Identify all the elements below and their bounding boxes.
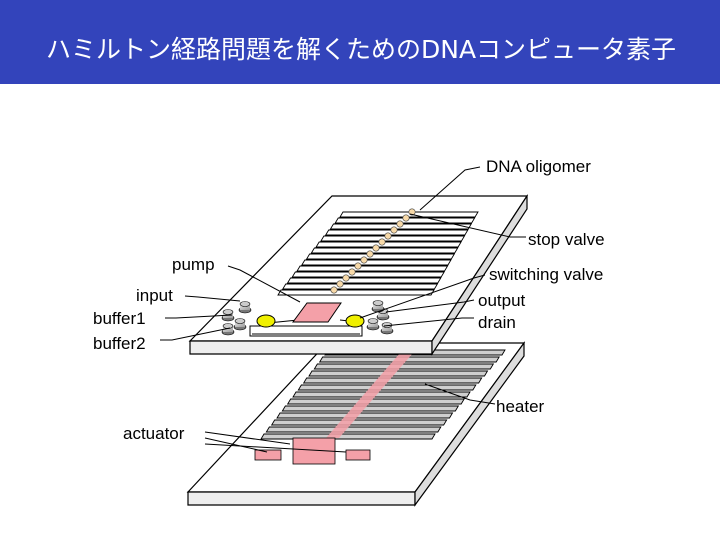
heater-strip [265, 426, 442, 433]
heater-strip [318, 356, 500, 363]
label-drain: drain [478, 313, 516, 332]
switching-valve-right [345, 314, 365, 328]
reaction-channel [286, 277, 442, 284]
label-output: output [478, 291, 526, 310]
reaction-channel [296, 265, 449, 272]
oligomer-bead [360, 256, 368, 264]
heater-strip [286, 398, 465, 405]
port-body [240, 304, 250, 310]
port-body [382, 325, 392, 331]
label-buffer1: buffer1 [93, 309, 146, 328]
reaction-channel [310, 247, 459, 254]
label-dna-oligomer: DNA oligomer [486, 157, 591, 176]
heater-strip [260, 433, 436, 440]
port-body [235, 321, 245, 327]
oligomer-bead [354, 262, 362, 270]
actuator-pad-right [345, 449, 371, 461]
port-body [378, 311, 388, 317]
heater-strip [297, 384, 477, 391]
port-top [222, 323, 234, 329]
reaction-channel [324, 229, 469, 236]
heater-strip [281, 405, 460, 412]
label-input: input [136, 286, 173, 305]
pump-pad [292, 302, 342, 323]
port-top [372, 300, 384, 306]
oligomer-bead [336, 280, 344, 288]
reaction-channel [305, 253, 456, 260]
port-top [367, 318, 379, 324]
slide-title: ハミルトン経路問題を解くためのDNAコンピュータ素子 [46, 35, 677, 64]
oligomer-bead [372, 244, 380, 252]
label-stop-valve: stop valve [528, 230, 605, 249]
port-body [373, 303, 383, 309]
reaction-channel [281, 283, 439, 290]
reaction-channel [277, 289, 435, 296]
switching-valve-left [256, 314, 276, 328]
label-actuator: actuator [123, 424, 185, 443]
oligomer-bead [330, 286, 338, 294]
heater-strip [313, 363, 495, 370]
reaction-channel [339, 211, 479, 218]
label-buffer2: buffer2 [93, 334, 146, 353]
title-bar [0, 0, 720, 84]
fluid-ports [221, 300, 394, 336]
heater-strip [308, 370, 489, 377]
reaction-channel [301, 259, 452, 266]
heater-strip [302, 377, 483, 384]
label-heater: heater [496, 397, 545, 416]
heater-line [326, 345, 420, 438]
oligomer-bead [396, 220, 404, 228]
reaction-channel [320, 235, 466, 242]
reaction-channel [291, 271, 445, 278]
actuator-pad-left [254, 449, 282, 461]
oligomer-bead [348, 268, 356, 276]
oligomer-bead [384, 232, 392, 240]
port-body [223, 326, 233, 332]
oligomer-bead [402, 214, 410, 222]
oligomer-bead [378, 238, 386, 246]
port-top [234, 318, 246, 324]
port-body [368, 321, 378, 327]
dna-oligomer-beads [330, 208, 416, 294]
oligomer-bead [366, 250, 374, 258]
port-top [222, 309, 234, 315]
heater-strip [270, 419, 448, 426]
top-plate [188, 193, 529, 357]
oligomer-bead [390, 226, 398, 234]
oligomer-bead [342, 274, 350, 282]
label-pump: pump [172, 255, 215, 274]
label-switching-valve: switching valve [489, 265, 603, 284]
bottom-plate [186, 341, 526, 507]
reaction-channel [315, 241, 462, 248]
pump-chamber [249, 325, 363, 337]
leader-lines [160, 166, 526, 453]
port-top [239, 301, 251, 307]
heater-strip [292, 391, 471, 398]
heater-strip [276, 412, 454, 419]
